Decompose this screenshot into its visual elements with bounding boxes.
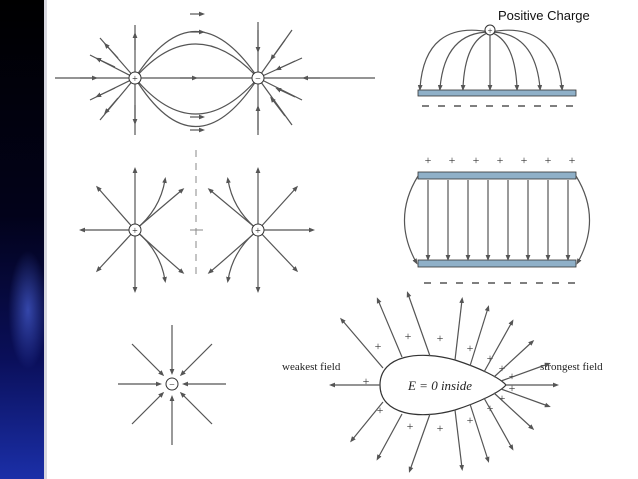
surface-plus-7: +	[499, 361, 506, 375]
like-charges: + +	[128, 223, 265, 237]
presentation-sidebar	[0, 0, 48, 479]
negative-point-charge-sign: −	[169, 380, 175, 391]
surface-plus-12: +	[467, 413, 474, 427]
charge-over-plate-field	[417, 29, 565, 91]
plate-plus-7: +	[569, 153, 576, 167]
e-zero-inside-label: E = 0 inside	[407, 378, 472, 393]
negative-point-charge-field	[118, 325, 226, 445]
like-charge-right-sign: +	[255, 226, 261, 237]
plate-plus-3: +	[473, 153, 480, 167]
dipole-charges: + −	[128, 71, 265, 85]
surface-plus-5: +	[467, 341, 474, 355]
weakest-field-label: weakest field	[282, 361, 341, 373]
surface-plus-15: +	[377, 403, 384, 417]
strongest-field-label: strongest field	[540, 361, 603, 373]
conductor-field-lines	[329, 291, 559, 473]
plate-plus-4: +	[497, 153, 504, 167]
dipole-arrows	[80, 11, 320, 133]
surface-plus-3: +	[405, 329, 412, 343]
negative-plate	[417, 259, 577, 268]
surface-plus-2: +	[375, 339, 382, 353]
dipole-plus-sign: +	[132, 74, 138, 85]
dipole-field	[55, 22, 375, 135]
sidebar-glow	[8, 250, 48, 370]
like-charge-left-sign: +	[132, 226, 138, 237]
surface-plus-14: +	[407, 419, 414, 433]
surface-plus-8: +	[509, 369, 516, 383]
negative-point-charge	[165, 377, 179, 391]
source-positive-charge	[484, 24, 496, 36]
source-positive-sign: +	[487, 26, 492, 36]
surface-plus-4: +	[437, 331, 444, 345]
parallel-plate-plus-signs: + + + + + + +	[425, 153, 576, 167]
surface-plus-10: +	[499, 391, 506, 405]
sidebar-divider	[44, 0, 47, 479]
dipole-minus-sign: −	[255, 74, 261, 85]
plate-plus-2: +	[449, 153, 456, 167]
plate-plus-6: +	[545, 153, 552, 167]
grounded-plate	[417, 89, 577, 97]
surface-plus-1: +	[363, 374, 370, 388]
plate-plus-5: +	[521, 153, 528, 167]
plate-plus-1: +	[425, 153, 432, 167]
conductor-surface-charges: + + + + + + + + + + + + + + +	[363, 329, 516, 435]
surface-plus-6: +	[487, 351, 494, 365]
parallel-plate-field	[403, 175, 591, 265]
positive-plate	[417, 171, 577, 180]
positive-charge-label: Positive Charge	[498, 8, 590, 23]
surface-plus-13: +	[437, 421, 444, 435]
surface-plus-9: +	[509, 381, 516, 395]
